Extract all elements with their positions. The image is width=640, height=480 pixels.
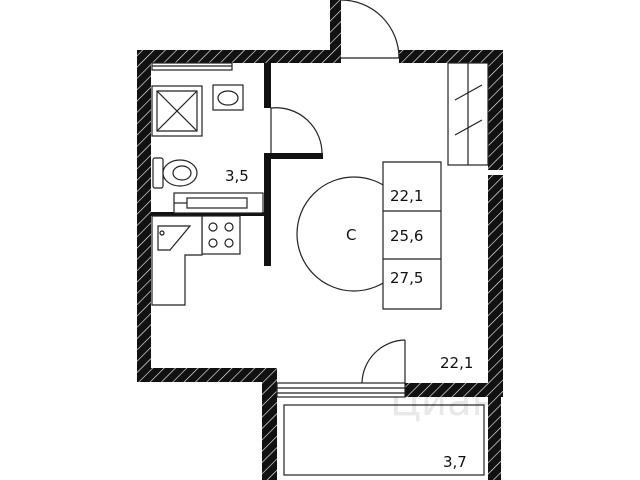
living-area-value: 22,1 <box>390 187 423 205</box>
total-area-value: 25,6 <box>390 227 423 245</box>
wardrobe <box>447 62 489 166</box>
balcony-area-label: 3,7 <box>443 453 467 471</box>
bathroom-area-label: 3,5 <box>225 167 249 185</box>
area-badge: С 22,1 25,6 27,5 <box>296 161 442 310</box>
total-with-balcony-value: 27,5 <box>390 269 423 287</box>
main-room-area-label: 22,1 <box>440 354 473 372</box>
balcony <box>283 404 485 476</box>
shower-tray <box>151 85 203 137</box>
kitchen-sink-icon <box>151 215 203 306</box>
windows <box>151 62 406 398</box>
sink-icon <box>212 84 244 111</box>
toilet-icon <box>152 157 198 189</box>
area-badge-box <box>382 161 442 310</box>
kitchen-counter <box>173 192 264 214</box>
interior-walls <box>151 63 323 266</box>
exterior-walls <box>137 0 503 480</box>
doors <box>270 0 406 384</box>
stove-icon <box>201 215 241 255</box>
area-badge-letter: С <box>346 226 356 244</box>
